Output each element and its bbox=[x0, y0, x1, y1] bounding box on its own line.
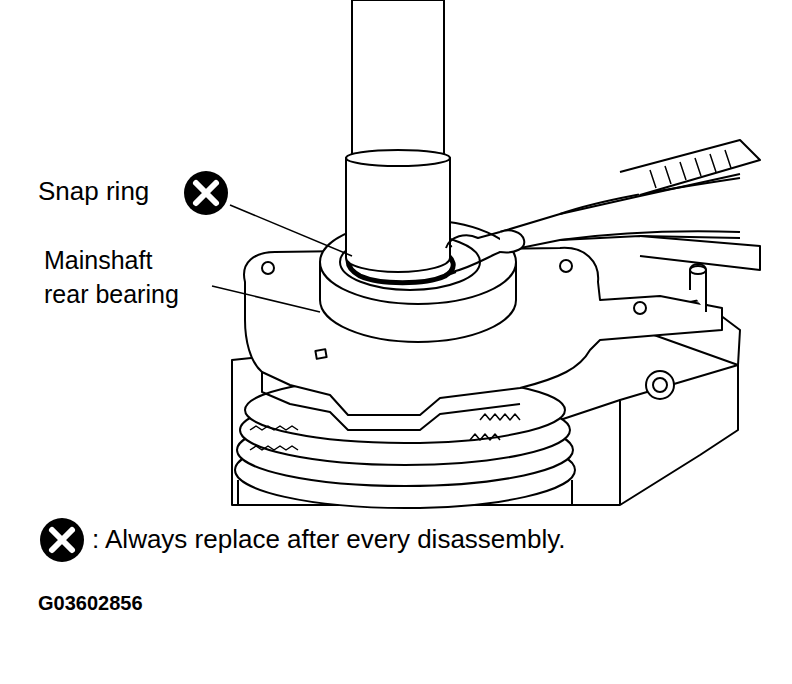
part-label: Snap ring bbox=[38, 174, 198, 209]
leader-lines bbox=[212, 205, 352, 312]
leader-line bbox=[212, 286, 320, 312]
replace-symbol bbox=[40, 518, 84, 562]
figure-number: G03602856 bbox=[38, 590, 238, 617]
part-label: Mainshaft rear bearing bbox=[44, 244, 192, 312]
leader-line bbox=[230, 205, 352, 256]
replace-symbol bbox=[184, 171, 228, 215]
press-tool bbox=[346, 0, 450, 272]
snap-ring-pliers bbox=[446, 140, 760, 272]
note-text: : Always replace after every disassembly… bbox=[92, 522, 772, 557]
